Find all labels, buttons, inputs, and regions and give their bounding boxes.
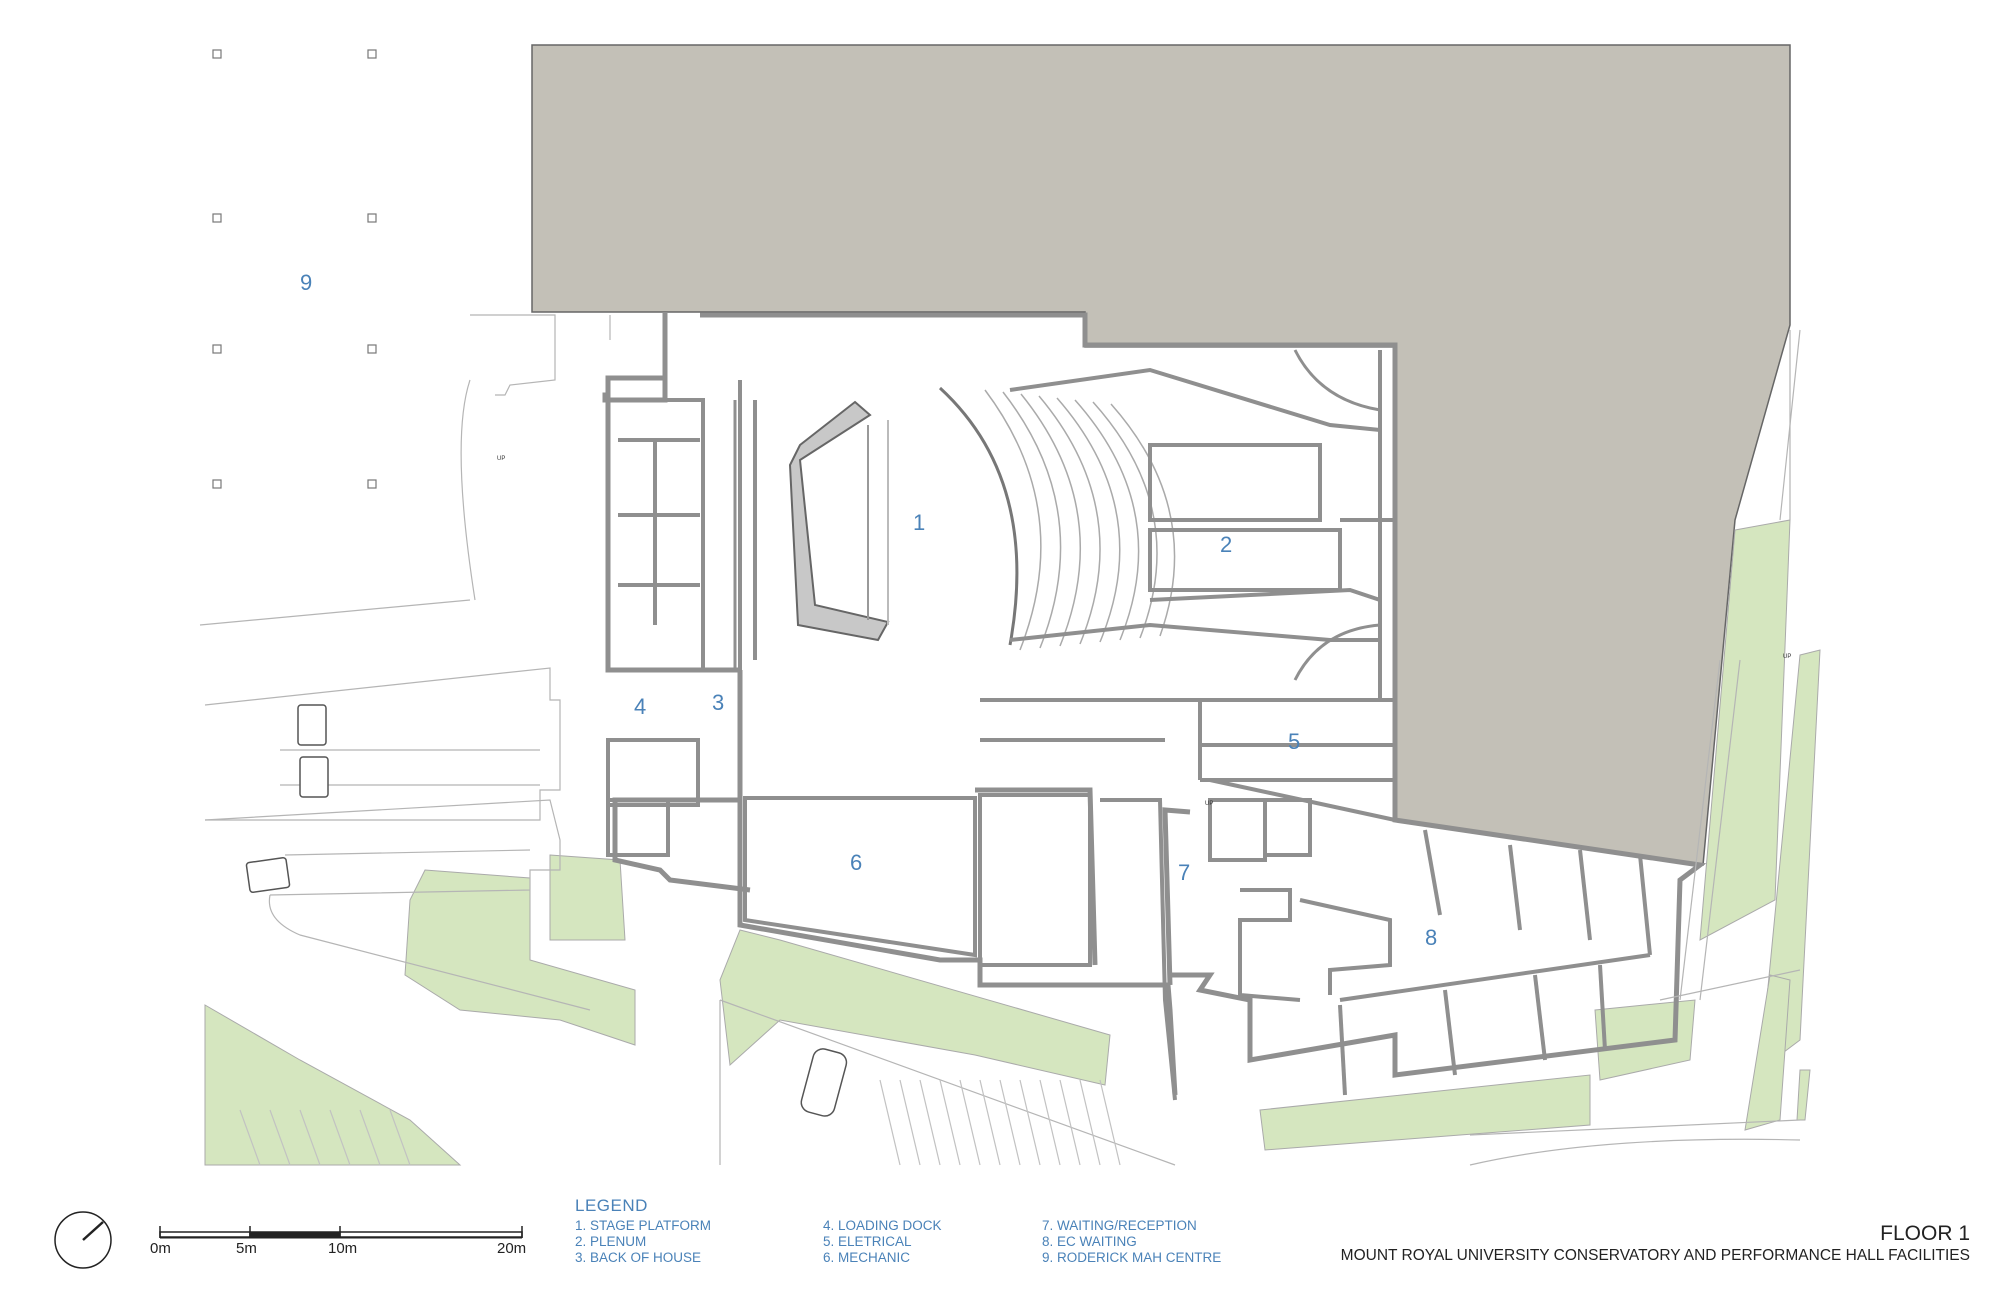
legend-item: 4. LOADING DOCK bbox=[823, 1218, 942, 1233]
floor-title: FLOOR 1 bbox=[1880, 1222, 1970, 1245]
electrical-walls bbox=[980, 698, 1395, 782]
legend-item: 5. ELETRICAL bbox=[823, 1234, 912, 1249]
room-number-5: 5 bbox=[1288, 729, 1300, 754]
landscape-areas bbox=[204, 519, 1821, 1166]
room-number-7: 7 bbox=[1178, 860, 1190, 885]
legend-item: 7. WAITING/RECEPTION bbox=[1042, 1218, 1197, 1233]
legend-item: 8. EC WAITING bbox=[1042, 1234, 1137, 1249]
room-number-1: 1 bbox=[913, 510, 925, 535]
legend-column-1: 1. STAGE PLATFORM 2. PLENUM 3. BACK OF H… bbox=[575, 1218, 711, 1266]
legend-title: LEGEND bbox=[575, 1196, 648, 1215]
scale-label-20: 20m bbox=[497, 1240, 527, 1257]
seating-rows bbox=[984, 389, 1176, 651]
room-number-8: 8 bbox=[1425, 925, 1437, 950]
scale-bar bbox=[159, 1226, 523, 1239]
scale-label-0: 0m bbox=[150, 1240, 171, 1257]
svg-text:UP: UP bbox=[1205, 801, 1213, 807]
room-number-6: 6 bbox=[850, 850, 862, 875]
room-number-3: 3 bbox=[712, 690, 724, 715]
room-numbers: 1 2 3 4 5 6 7 8 9 bbox=[300, 270, 1437, 950]
site-linework bbox=[199, 314, 1801, 1166]
room-number-9: 9 bbox=[300, 270, 312, 295]
legend-item: 6. MECHANIC bbox=[823, 1250, 911, 1265]
legend-column-3: 7. WAITING/RECEPTION 8. EC WAITING 9. RO… bbox=[1042, 1218, 1221, 1266]
drawing-subtitle: MOUNT ROYAL UNIVERSITY CONSERVATORY AND … bbox=[1340, 1247, 1970, 1264]
waiting-walls bbox=[1100, 778, 1652, 1101]
legend-column-2: 4. LOADING DOCK 5. ELETRICAL 6. MECHANIC bbox=[823, 1218, 942, 1266]
legend-item: 1. STAGE PLATFORM bbox=[575, 1218, 712, 1233]
mechanic-room bbox=[743, 793, 1092, 967]
plenum-walls bbox=[1009, 349, 1395, 700]
stage-platform bbox=[788, 386, 1019, 646]
legend-item: 2. PLENUM bbox=[575, 1234, 647, 1249]
svg-text:UP: UP bbox=[1783, 654, 1791, 660]
north-arrow-icon bbox=[54, 1211, 112, 1269]
scale-label-5: 5m bbox=[236, 1240, 257, 1257]
parking-stalls bbox=[239, 1079, 1121, 1166]
legend-item: 9. RODERICK MAH CENTRE bbox=[1042, 1250, 1222, 1265]
room-number-2: 2 bbox=[1220, 532, 1232, 557]
scale-label-10: 10m bbox=[328, 1240, 358, 1257]
svg-text:UP: UP bbox=[497, 456, 505, 462]
room-number-4: 4 bbox=[634, 694, 646, 719]
vehicles bbox=[245, 704, 848, 1117]
up-labels: UP UP UP bbox=[497, 456, 1791, 807]
back-of-house-walls bbox=[606, 312, 757, 857]
column-grid bbox=[212, 49, 377, 489]
legend-item: 3. BACK OF HOUSE bbox=[575, 1250, 702, 1265]
